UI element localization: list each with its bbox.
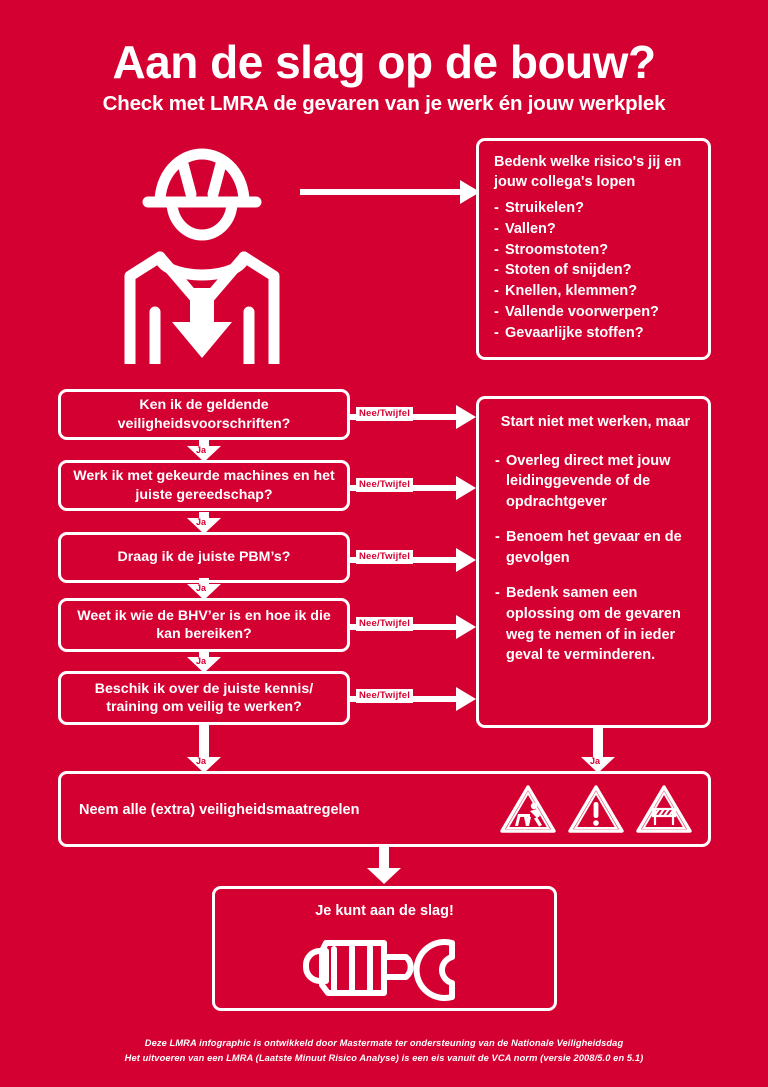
yes-arrow-1: Ja [187, 440, 221, 462]
list-item: Vallende voorwerpen? [494, 302, 695, 323]
arrow-shaft [300, 189, 462, 195]
arrow-shaft [199, 440, 209, 450]
final-box: Je kunt aan de slag! [212, 886, 557, 1011]
poster-header: Aan de slag op de bouw? Check met LMRA d… [0, 38, 768, 116]
poster-footer: Deze LMRA infographic is ontwikkeld door… [0, 1036, 768, 1067]
yes-arrow-3: Ja [187, 578, 221, 600]
yes-label: Ja [590, 756, 601, 766]
arrow-shaft [593, 728, 603, 761]
question-text: Beschik ik over de juiste kennis/ traini… [94, 680, 314, 715]
no-label: Nee/Twijfel [356, 617, 414, 631]
yes-label: Ja [196, 583, 207, 593]
no-label: Nee/Twijfel [356, 550, 414, 564]
footer-line-2: Het uitvoeren van een LMRA (Laatste Minu… [124, 1053, 644, 1064]
question-text: Weet ik wie de BHV’er is en hoe ik die k… [77, 607, 331, 642]
warning-triangle-exclamation-icon [568, 784, 624, 839]
list-item: Stroomstoten? [494, 240, 695, 261]
list-item: Benoem het gevaar en de gevolgen [495, 527, 696, 568]
no-arrow-5: Nee/Twijfel [350, 687, 476, 711]
fist-holding-wrench-icon [270, 927, 500, 1012]
yes-arrow-4: Ja [187, 651, 221, 673]
no-label: Nee/Twijfel [356, 478, 414, 492]
question-box-3[interactable]: Draag ik de juiste PBM’s? [58, 532, 350, 583]
no-arrow-1: Nee/Twijfel [350, 405, 476, 429]
warning-triangle-barrier-icon [636, 784, 692, 839]
arrow-worker-to-risks [300, 180, 480, 204]
arrow-shaft [379, 847, 389, 872]
no-arrow-4: Nee/Twijfel [350, 615, 476, 639]
no-arrow-2: Nee/Twijfel [350, 476, 476, 500]
list-item: Stoten of snijden? [494, 260, 695, 281]
risk-list: Struikelen? Vallen? Stroomstoten? Stoten… [494, 198, 695, 343]
question-box-2[interactable]: Werk ik met gekeurde machines en het jui… [58, 460, 350, 511]
question-box-4[interactable]: Weet ik wie de BHV’er is en hoe ik die k… [58, 598, 350, 652]
arrow-head [187, 446, 221, 462]
arrow-shaft [199, 512, 209, 522]
risk-panel: Bedenk welke risico's jij en jouw colleg… [476, 138, 711, 360]
arrow-head [456, 548, 476, 572]
construction-worker-icon [120, 136, 320, 364]
yes-arrow-right-to-measures: Ja [581, 728, 615, 773]
arrow-head [187, 584, 221, 600]
measures-box: Neem alle (extra) veiligheidsmaatregelen [58, 771, 711, 847]
arrow-head [367, 868, 401, 884]
arrow-head [187, 757, 221, 773]
question-box-1[interactable]: Ken ik de geldende veiligheidsvoorschrif… [58, 389, 350, 440]
list-item: Overleg direct met jouw leidinggevende o… [495, 451, 696, 513]
arrow-shaft [199, 725, 209, 761]
no-label: Nee/Twijfel [356, 689, 414, 703]
list-item: Struikelen? [494, 198, 695, 219]
arrow-shaft [199, 651, 209, 661]
no-label: Nee/Twijfel [356, 407, 414, 421]
footer-line-1: Deze LMRA infographic is ontwikkeld door… [144, 1038, 624, 1048]
arrow-head [187, 657, 221, 673]
action-panel-heading: Start niet met werken, maar [500, 414, 691, 430]
yes-label: Ja [196, 445, 207, 455]
list-item: Gevaarlijke stoffen? [494, 323, 695, 344]
no-arrow-3: Nee/Twijfel [350, 548, 476, 572]
action-panel: Start niet met werken, maar Overleg dire… [476, 396, 711, 728]
warning-icons-row [500, 784, 692, 839]
page-title: Aan de slag op de bouw? [112, 36, 656, 88]
warning-triangle-roadworks-icon [500, 784, 556, 839]
arrow-head [456, 405, 476, 429]
arrow-measures-to-final [367, 847, 401, 884]
question-text: Draag ik de juiste PBM’s? [117, 549, 291, 566]
final-text: Je kunt aan de slag! [315, 903, 454, 919]
yes-arrow-2: Ja [187, 512, 221, 534]
arrow-head [581, 757, 615, 773]
yes-label: Ja [196, 517, 207, 527]
yes-arrow-left-to-measures: Ja [187, 725, 221, 773]
question-box-5[interactable]: Beschik ik over de juiste kennis/ traini… [58, 671, 350, 725]
list-item: Vallen? [494, 219, 695, 240]
measures-text: Neem alle (extra) veiligheidsmaatregelen [79, 802, 360, 818]
page-subtitle: Check met LMRA de gevaren van je werk én… [102, 92, 666, 116]
list-item: Bedenk samen een oplossing om de gevaren… [495, 583, 696, 665]
question-text: Werk ik met gekeurde machines en het jui… [73, 468, 335, 503]
yes-label: Ja [196, 656, 207, 666]
arrow-head [456, 615, 476, 639]
question-text: Ken ik de geldende veiligheidsvoorschrif… [117, 397, 291, 432]
arrow-head [456, 476, 476, 500]
arrow-head [460, 180, 480, 204]
yes-label: Ja [196, 756, 207, 766]
arrow-shaft [199, 578, 209, 588]
arrow-head [456, 687, 476, 711]
risk-panel-heading: Bedenk welke risico's jij en jouw colleg… [494, 154, 682, 190]
arrow-head [187, 518, 221, 534]
list-item: Knellen, klemmen? [494, 281, 695, 302]
